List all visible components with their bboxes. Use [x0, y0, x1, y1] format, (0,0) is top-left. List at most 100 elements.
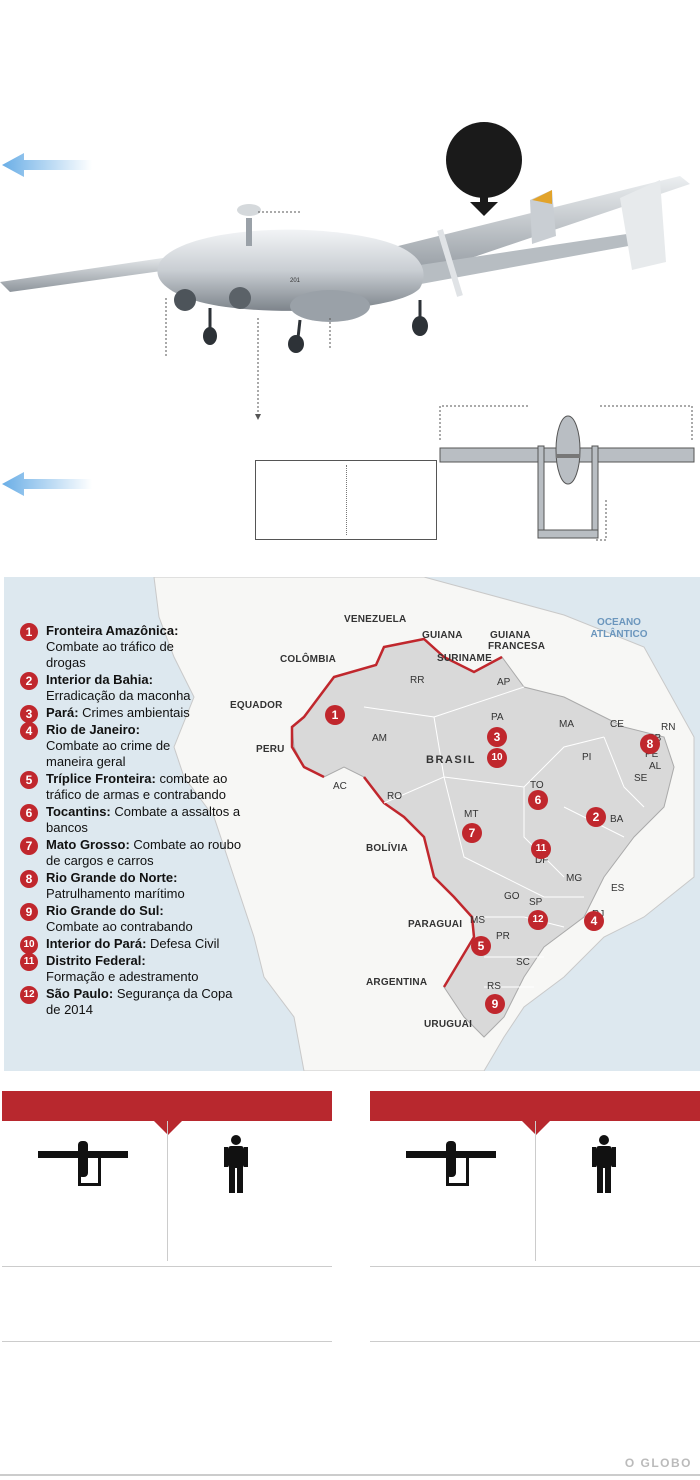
map-marker: 10 — [487, 748, 507, 768]
legend-number-badge: 12 — [20, 986, 38, 1004]
country-label-brasil: BRASIL — [426, 754, 476, 766]
state-label: MG — [566, 873, 583, 884]
drone-illustration-section: 201 — [0, 0, 700, 560]
callout-lines — [165, 211, 693, 541]
legend-number-badge: 1 — [20, 623, 38, 641]
arrow-left-icon — [2, 472, 92, 496]
legend-number-badge: 9 — [20, 903, 38, 921]
country-label-venezuela: VENEZUELA — [344, 614, 407, 625]
legend-text: combate ao tráfico de armas e contraband… — [46, 771, 228, 802]
legend-item: 6 Tocantins: Combate a assaltos a bancos — [20, 804, 250, 836]
legend-item: 3 Pará: Crimes ambientais — [20, 705, 250, 723]
comparison-panel-left — [2, 1091, 332, 1351]
legend-text: Segurança da Copa de 2014 — [46, 986, 233, 1017]
svg-text:201: 201 — [290, 278, 301, 284]
marker-circle-icon — [446, 122, 522, 198]
drone-silhouette-icon — [38, 1141, 128, 1186]
legend-number-badge: 2 — [20, 672, 38, 690]
country-label-suriname: SURINAME — [437, 653, 492, 664]
map-marker: 1 — [325, 705, 345, 725]
state-label: MA — [559, 719, 574, 730]
legend-text: Combate ao roubo de cargos e carros — [46, 837, 242, 868]
legend-item: 4 Rio de Janeiro: Combate ao crime de ma… — [20, 722, 250, 770]
legend-number-badge: 8 — [20, 870, 38, 888]
map-shapes — [153, 577, 695, 1071]
state-label: BA — [610, 814, 624, 825]
state-label: MT — [464, 809, 479, 820]
map-legend: 1 Fronteira Amazônica: Combate ao tráfic… — [20, 623, 250, 1019]
legend-item: 1 Fronteira Amazônica: Combate ao tráfic… — [20, 623, 250, 671]
legend-title: Tríplice Fronteira: — [46, 771, 156, 786]
legend-number-badge: 11 — [20, 953, 38, 971]
state-label: PI — [582, 752, 592, 763]
map-marker: 8 — [640, 734, 660, 754]
country-label-guiana-francesa-2: FRANCESA — [488, 641, 546, 652]
legend-text: Combate a assaltos a bancos — [46, 804, 241, 835]
panel-divider — [2, 1266, 332, 1267]
legend-title: Interior do Pará: — [46, 936, 147, 951]
state-label: RR — [410, 675, 425, 686]
legend-text: Crimes ambientais — [82, 705, 190, 720]
state-label: AP — [497, 677, 511, 688]
panel-divider — [370, 1341, 700, 1342]
country-label-uruguai: URUGUAI — [424, 1019, 473, 1030]
legend-title: Rio Grande do Sul: — [46, 903, 164, 918]
legend-title: Pará: — [46, 705, 79, 720]
legend-title: Interior da Bahia: — [46, 672, 153, 687]
brand-logo: O GLOBO — [624, 1456, 692, 1470]
country-label-equador: EQUADOR — [230, 700, 283, 711]
ocean-label-line2: ATLÂNTICO — [590, 629, 648, 640]
state-label: GO — [504, 891, 520, 902]
map-marker: 11 — [531, 839, 551, 859]
state-label: AM — [372, 733, 387, 744]
legend-item: 11 Distrito Federal: Formação e adestram… — [20, 953, 250, 985]
state-label: RN — [661, 722, 676, 733]
map-marker: 4 — [584, 911, 604, 931]
state-label: CE — [610, 719, 624, 730]
map-marker: 2 — [586, 807, 606, 827]
legend-item: 8 Rio Grande do Norte: Patrulhamento mar… — [20, 870, 250, 902]
map-marker: 12 — [528, 910, 548, 930]
legend-text: Combate ao tráfico de drogas — [46, 639, 174, 670]
down-arrow-icon — [470, 192, 498, 216]
legend-title: São Paulo: — [46, 986, 114, 1001]
map-marker: 9 — [485, 994, 505, 1014]
legend-number-badge: 6 — [20, 804, 38, 822]
ocean-label: OCEANO ATLÂNTICO — [589, 617, 649, 641]
state-label: TO — [530, 780, 544, 791]
arrow-left-icon — [2, 153, 92, 177]
state-label: ES — [611, 883, 625, 894]
panel-header-notch — [154, 1121, 182, 1135]
state-label: AL — [649, 761, 662, 772]
legend-number-badge: 5 — [20, 771, 38, 789]
legend-item: 10 Interior do Pará: Defesa Civil — [20, 936, 250, 954]
state-label: PA — [491, 712, 504, 723]
legend-text: Formação e adestramento — [46, 969, 199, 984]
legend-title: Tocantins: — [46, 804, 111, 819]
person-silhouette-icon — [224, 1135, 248, 1193]
state-label: RS — [487, 981, 501, 992]
legend-title: Mato Grosso: — [46, 837, 130, 852]
legend-item: 2 Interior da Bahia: Erradicação da maco… — [20, 672, 250, 704]
state-label: PR — [496, 931, 510, 942]
measurement-box — [255, 460, 437, 540]
state-label: SP — [529, 897, 543, 908]
panel-divider — [535, 1121, 536, 1261]
state-label: SE — [634, 773, 648, 784]
state-label: PE — [645, 749, 659, 760]
state-label: AC — [333, 781, 347, 792]
map-marker: 7 — [462, 823, 482, 843]
legend-number-badge: 7 — [20, 837, 38, 855]
legend-item: 9 Rio Grande do Sul: Combate ao contraba… — [20, 903, 250, 935]
panel-divider — [2, 1341, 332, 1342]
ocean-label-line1: OCEANO — [597, 617, 641, 628]
panel-header-bar — [370, 1091, 700, 1121]
country-label-colombia: COLÔMBIA — [280, 654, 337, 665]
country-label-guiana: GUIANA — [422, 630, 463, 641]
legend-number-badge: 3 — [20, 705, 38, 723]
country-label-bolivia: BOLÍVIA — [366, 843, 408, 854]
legend-item: 7 Mato Grosso: Combate ao roubo de cargo… — [20, 837, 250, 869]
legend-number-badge: 10 — [20, 936, 38, 954]
legend-title: Rio de Janeiro: — [46, 722, 140, 737]
legend-title: Rio Grande do Norte: — [46, 870, 178, 885]
